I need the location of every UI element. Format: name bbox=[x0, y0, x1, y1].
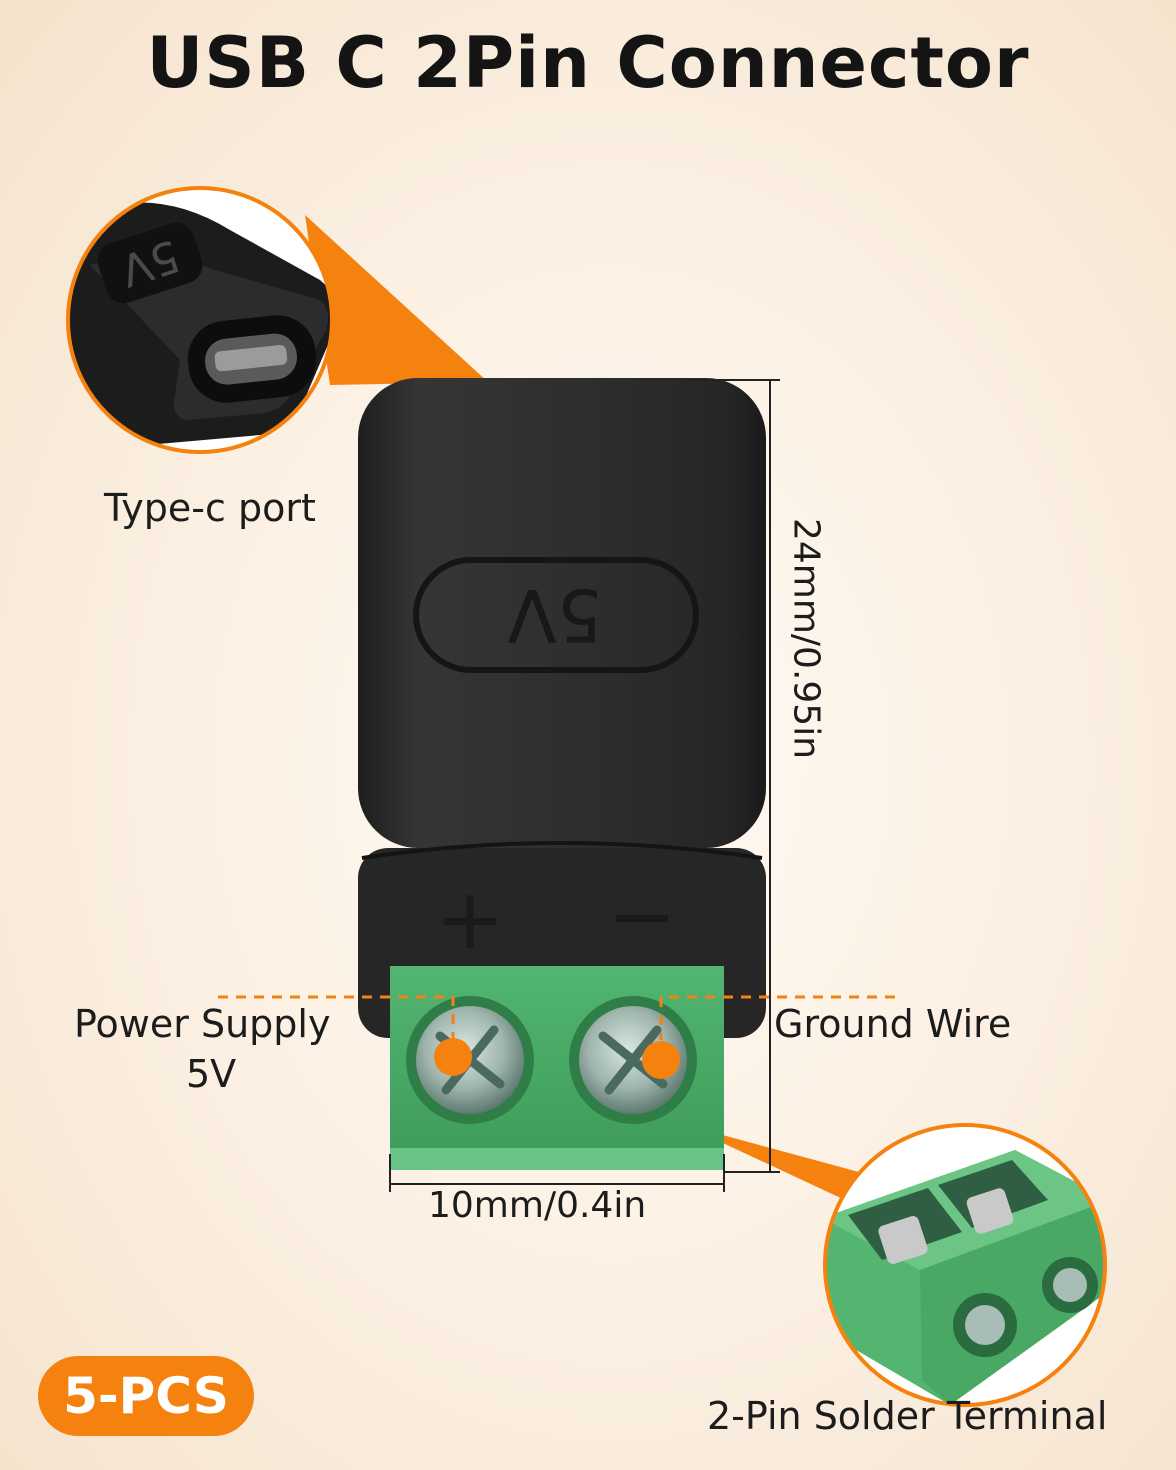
top-callout-pointer bbox=[305, 215, 488, 385]
height-dimension-label: 24mm/0.95in bbox=[785, 517, 827, 760]
usb-c-connector-body bbox=[358, 378, 766, 1038]
solder-terminal-zoom bbox=[823, 1123, 1107, 1407]
power-supply-voltage-label: 5V bbox=[186, 1052, 237, 1096]
page-title: USB C 2Pin Connector bbox=[146, 22, 1030, 104]
screw-terminal-block bbox=[390, 966, 724, 1170]
ground-terminal-dot bbox=[642, 1041, 680, 1079]
power-supply-label: Power Supply bbox=[74, 1002, 331, 1046]
embossed-5v-mark: 5V bbox=[507, 573, 602, 657]
height-dimension-line bbox=[688, 379, 780, 1173]
type-c-port-label: Type-c port bbox=[104, 486, 316, 530]
solder-terminal-label: 2-Pin Solder Terminal bbox=[707, 1394, 1108, 1438]
width-dimension-label: 10mm/0.4in bbox=[428, 1185, 647, 1226]
ground-wire-label: Ground Wire bbox=[774, 1002, 1012, 1046]
type-c-port-zoom: 5V bbox=[66, 186, 334, 454]
pack-quantity-badge: 5-PCS bbox=[38, 1356, 254, 1436]
bottom-callout-pointer bbox=[682, 1124, 870, 1200]
leader-lines bbox=[218, 995, 895, 1040]
power-terminal-dot bbox=[434, 1038, 472, 1076]
minus-mark: − bbox=[607, 867, 677, 965]
width-dimension-line bbox=[389, 1154, 725, 1192]
plus-mark: + bbox=[435, 870, 505, 968]
